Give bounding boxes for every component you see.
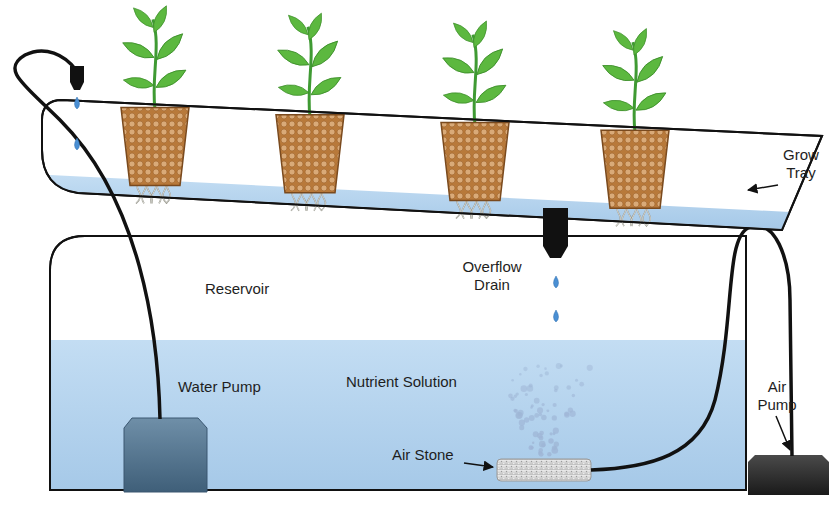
air-bubbles <box>508 363 593 457</box>
net-pot <box>276 115 344 193</box>
air-stone <box>497 459 591 481</box>
part-label: Air Pump <box>754 378 800 414</box>
net-pot <box>121 107 189 185</box>
part-label: Water Pump <box>178 378 288 396</box>
part-label: Nutrient Solution <box>346 373 506 391</box>
part-label: Grow Tray <box>776 146 826 182</box>
overflow-drain <box>543 208 568 258</box>
air-hose <box>591 226 792 470</box>
grow-tray <box>42 100 822 230</box>
part-label: Reservoir <box>205 280 315 298</box>
leader-line <box>748 185 778 190</box>
water-pump <box>124 418 207 492</box>
part-label: Air Stone <box>392 446 464 464</box>
air-pump <box>748 455 829 495</box>
drip-hose <box>15 51 160 419</box>
net-pot <box>441 123 509 201</box>
drip-emitter <box>70 66 84 90</box>
leader-line <box>776 416 790 450</box>
part-label: Overflow Drain <box>452 258 532 294</box>
net-pot <box>601 130 669 208</box>
leader-line <box>464 463 493 467</box>
